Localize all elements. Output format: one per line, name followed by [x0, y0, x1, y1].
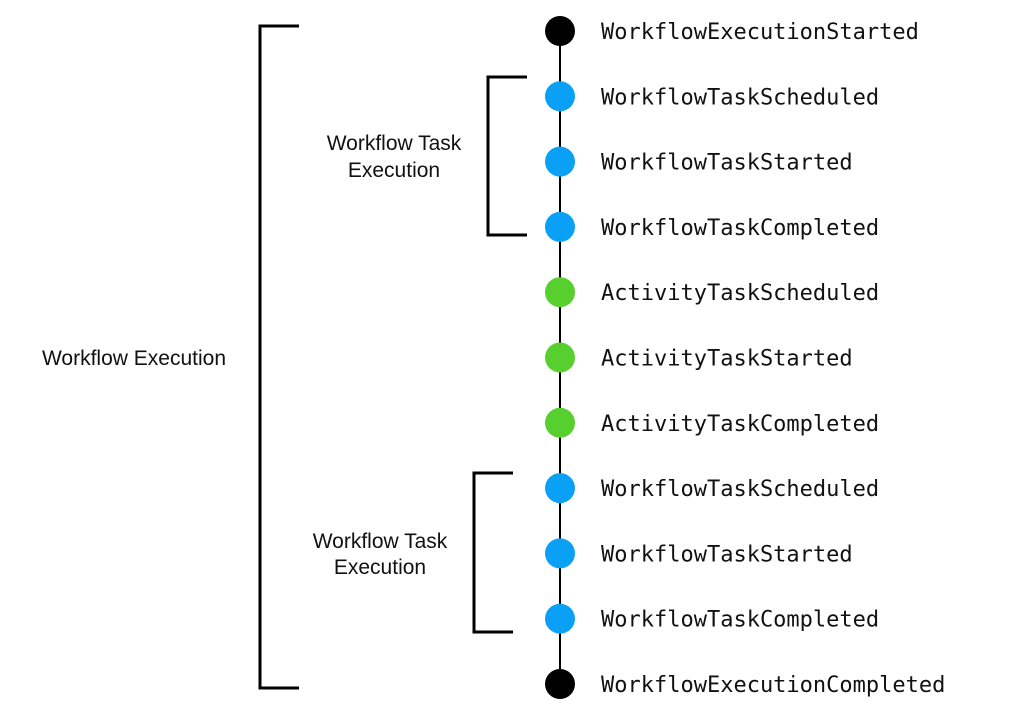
- event-label: WorkflowTaskStarted: [601, 542, 853, 567]
- activity-task-event-dot: [545, 407, 575, 438]
- event-label: WorkflowExecutionStarted: [601, 20, 919, 45]
- event-label: WorkflowTaskCompleted: [601, 216, 879, 241]
- event-label: WorkflowTaskCompleted: [601, 608, 879, 633]
- event-label: ActivityTaskCompleted: [601, 412, 879, 437]
- workflow-task-event-dot: [545, 146, 575, 177]
- event-list: WorkflowExecutionStartedWorkflowTaskSche…: [545, 16, 945, 699]
- event-label: WorkflowTaskScheduled: [601, 477, 879, 502]
- event-label: WorkflowExecutionCompleted: [601, 673, 945, 698]
- workflow-task-execution-label-2-line2: Execution: [334, 556, 426, 579]
- workflow-task-execution-bracket-2: [472, 471, 513, 634]
- milestone-event-dot: [545, 669, 575, 699]
- event-label: ActivityTaskScheduled: [601, 281, 879, 306]
- workflow-task-event-dot: [545, 538, 575, 569]
- event-label: ActivityTaskStarted: [601, 347, 853, 372]
- workflow-execution-bracket: [258, 24, 299, 690]
- workflow-task-event-dot: [545, 81, 575, 112]
- event-label: WorkflowTaskStarted: [601, 151, 853, 176]
- workflow-task-execution-bracket-1: [486, 75, 527, 237]
- event-label: WorkflowTaskScheduled: [601, 85, 879, 110]
- workflow-task-execution-label-2-line1: Workflow Task: [313, 530, 448, 553]
- activity-task-event-dot: [545, 342, 575, 373]
- workflow-task-event-dot: [545, 603, 575, 634]
- workflow-task-event-dot: [545, 211, 575, 242]
- activity-task-event-dot: [545, 277, 575, 308]
- milestone-event-dot: [545, 16, 575, 46]
- workflow-task-execution-label-1-line2: Execution: [348, 159, 440, 182]
- workflow-task-event-dot: [545, 473, 575, 504]
- workflow-task-execution-label-1-line1: Workflow Task: [327, 132, 462, 155]
- workflow-execution-label: Workflow Execution: [42, 347, 226, 370]
